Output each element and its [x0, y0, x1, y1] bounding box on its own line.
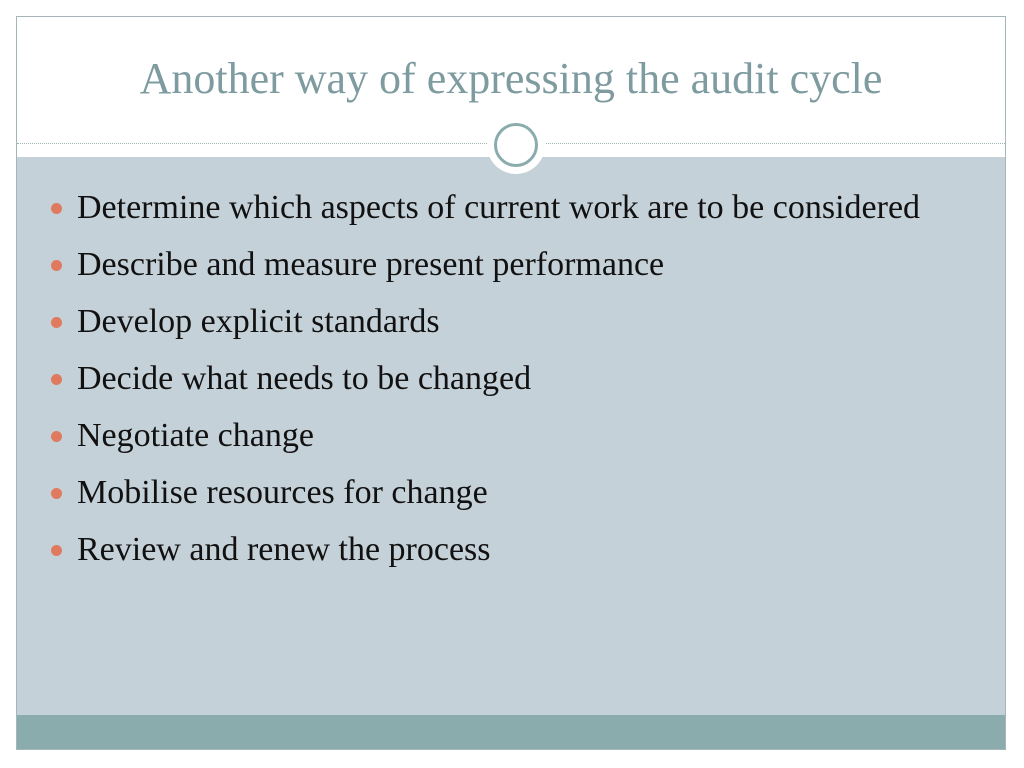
bullet-dot-icon [51, 488, 62, 499]
footer-band [17, 715, 1005, 749]
bullet-dot-icon [51, 545, 62, 556]
bullet-dot-icon [51, 431, 62, 442]
bullet-dot-icon [51, 203, 62, 214]
bullet-item: Review and renew the process [47, 527, 967, 573]
bullet-text: Decide what needs to be changed [77, 360, 532, 397]
bullet-dot-icon [51, 260, 62, 271]
bullet-dot-icon [51, 317, 62, 328]
bullet-text: Mobilise resources for change [77, 474, 488, 511]
bullet-item: Determine which aspects of current work … [47, 185, 967, 231]
bullet-text: Describe and measure present performance [77, 246, 665, 283]
bullet-item: Describe and measure present performance [47, 242, 967, 288]
bullet-text: Review and renew the process [77, 531, 491, 568]
bullet-text: Determine which aspects of current work … [77, 189, 921, 226]
bullet-item: Mobilise resources for change [47, 470, 967, 516]
bullet-text: Develop explicit standards [77, 303, 440, 340]
slide-title: Another way of expressing the audit cycl… [139, 54, 883, 103]
bullet-item: Negotiate change [47, 413, 967, 459]
ornament-ring [494, 123, 538, 167]
bullet-item: Decide what needs to be changed [47, 356, 967, 402]
content-area: Determine which aspects of current work … [17, 157, 1005, 717]
bullet-list: Determine which aspects of current work … [47, 185, 967, 584]
slide: Another way of expressing the audit cycl… [16, 16, 1006, 750]
bullet-text: Negotiate change [77, 417, 314, 454]
circle-ornament-icon [487, 116, 545, 174]
bullet-item: Develop explicit standards [47, 299, 967, 345]
bullet-dot-icon [51, 374, 62, 385]
